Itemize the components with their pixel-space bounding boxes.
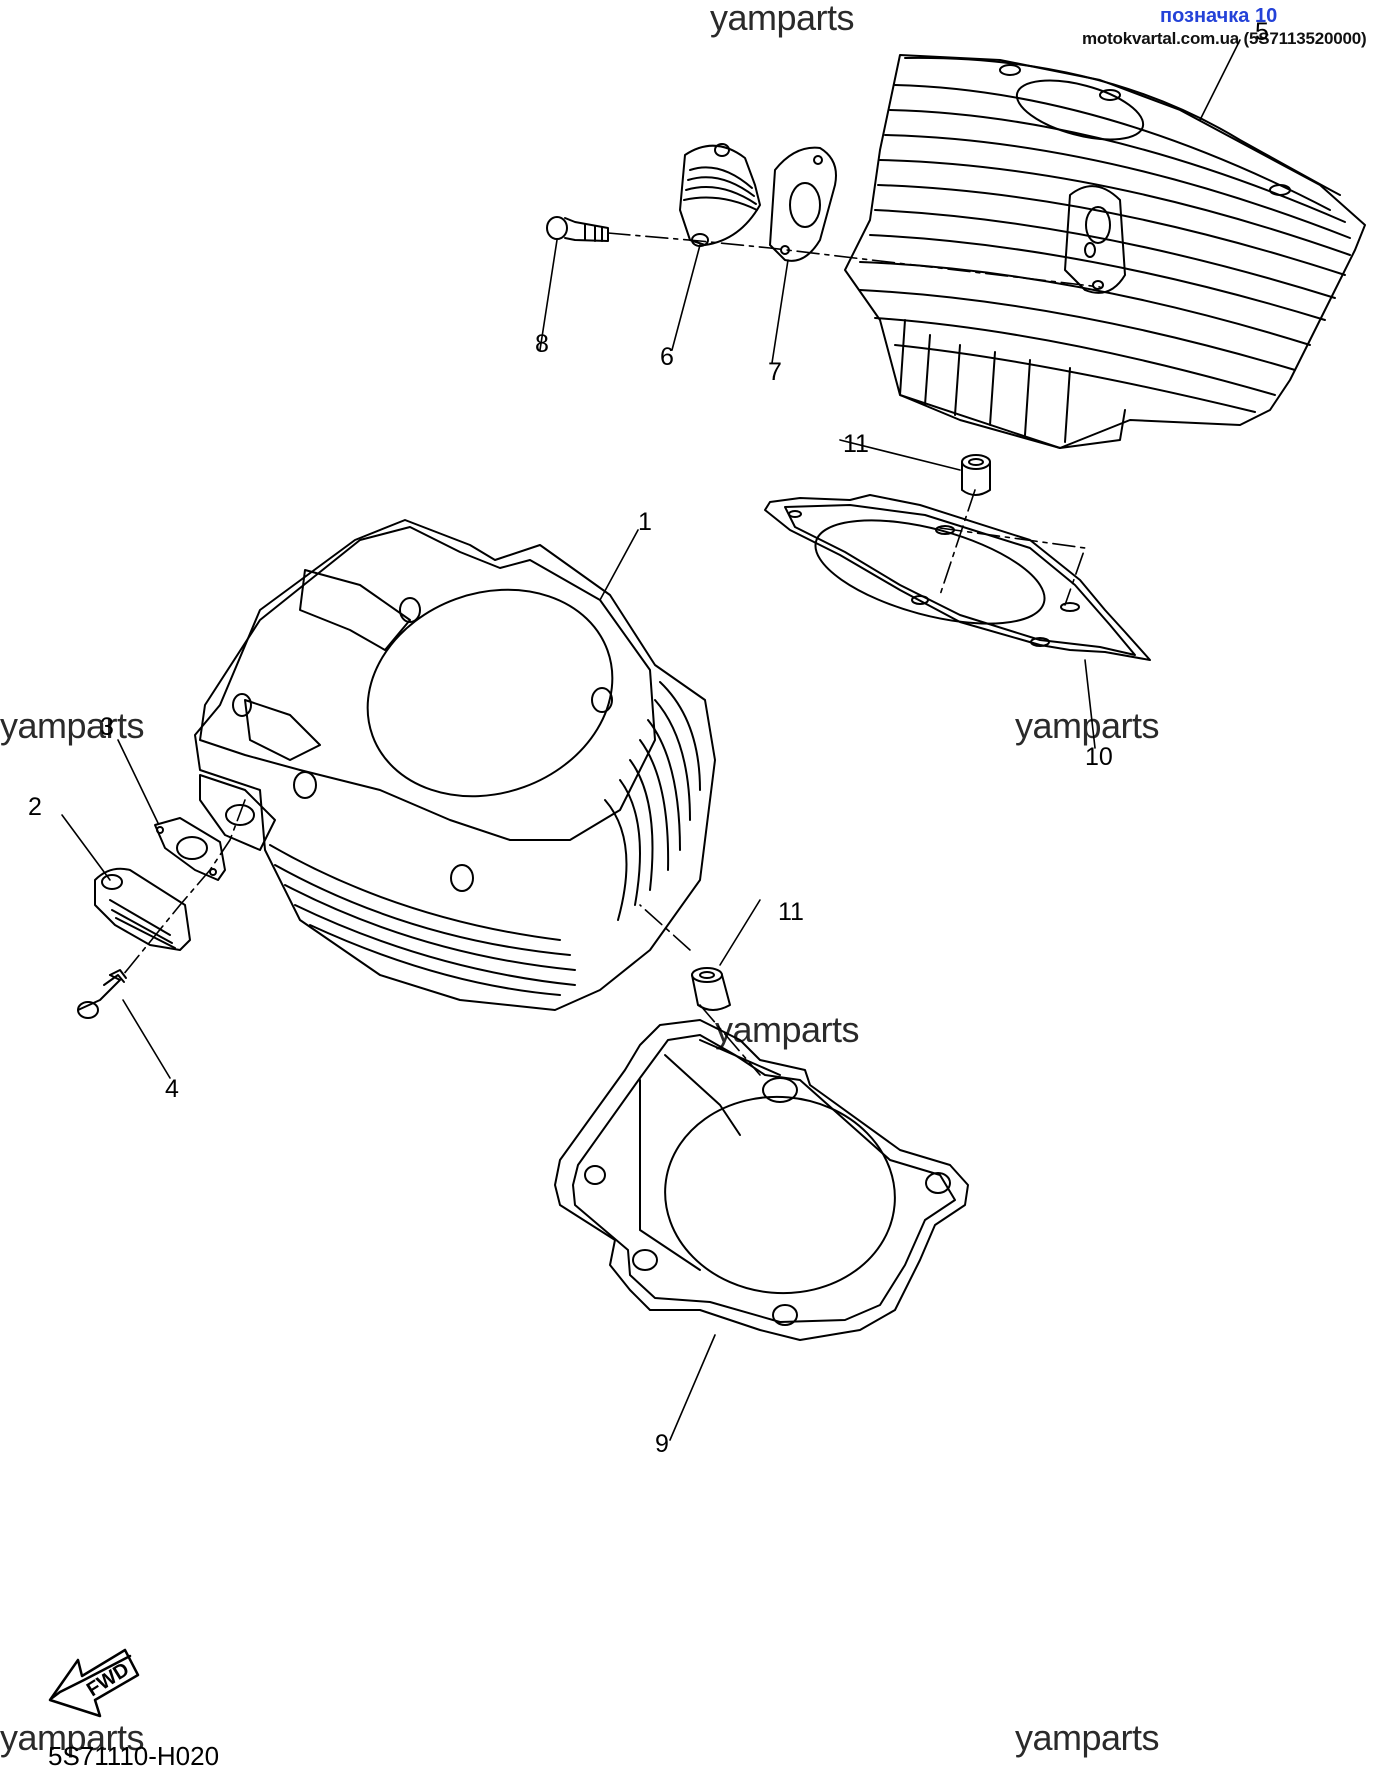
part-3-gasket [154,817,226,881]
callout-3: 3 [100,713,114,741]
callout-numbers: 1 2 3 4 5 6 7 8 9 10 11 11 [28,18,1269,1458]
part-11-dowel-upper [961,454,991,496]
callout-11-lower: 11 [778,898,804,926]
part-4-bolt [77,969,127,1019]
callout-4: 4 [165,1075,179,1103]
callout-2: 2 [28,793,42,821]
part-5-cylinder [844,54,1366,449]
callout-7: 7 [768,358,782,386]
diagram-code: 5S71110-H020 [48,1741,220,1771]
leader-lines [61,39,1241,1441]
watermark-bottom-right: yamparts [1015,1717,1160,1758]
part-6-joint [679,143,761,247]
part-9-gasket [554,1019,969,1341]
part-8-bolt [546,216,609,242]
watermark-center: yamparts [715,1009,860,1050]
watermark-right: yamparts [1015,705,1160,746]
callout-8: 8 [535,330,549,358]
callout-1: 1 [638,508,652,536]
watermark-left: yamparts [0,705,145,746]
callout-11-upper: 11 [843,430,869,458]
site-part-number: motokvartal.com.ua (5S7113520000) [1082,29,1367,48]
fwd-arrow-icon: FWD [48,1648,140,1718]
highlight-link[interactable]: позначка 10 [1160,5,1278,27]
callout-5: 5 [1255,18,1269,46]
callout-6: 6 [660,343,674,371]
callout-10: 10 [1085,743,1113,771]
part-11-dowel-lower [691,967,731,1011]
part-2-joint [94,867,191,951]
part-1-cylinder [194,519,716,1011]
watermark-bottom-left: yamparts [0,1717,145,1758]
part-7-gasket [769,146,837,262]
part-10-gasket [764,494,1151,661]
watermark-top: yamparts [710,0,855,38]
callout-9: 9 [655,1430,669,1458]
